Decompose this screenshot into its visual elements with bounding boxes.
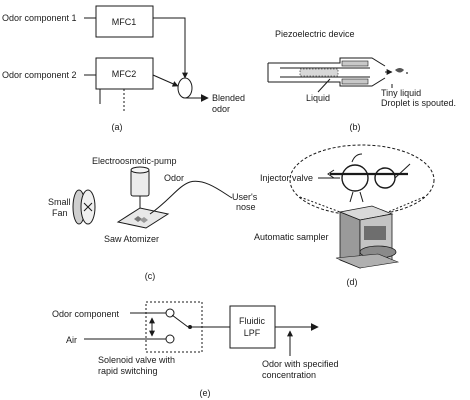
droplet-shape — [395, 68, 404, 73]
device-outer-top — [268, 57, 386, 67]
odor-component-2-label: Odor component 2 — [2, 70, 77, 80]
small-label: Small — [48, 197, 71, 207]
device-outer-bottom — [268, 77, 386, 87]
mfc1-to-mixer-line — [153, 17, 188, 79]
air-label: Air — [66, 335, 77, 345]
electroosmotic-pump — [130, 169, 150, 197]
blended-label: Blended — [212, 93, 245, 103]
sampler-window — [364, 226, 386, 240]
liquid-chamber — [299, 68, 339, 77]
panel-c: Electroosmotic-pump Saw Atomizer Small F… — [48, 156, 258, 281]
users-label: User's — [232, 192, 258, 202]
pump-top — [130, 166, 150, 174]
odor-label-c: Odor — [164, 173, 184, 183]
caption-c: (c) — [145, 271, 156, 281]
tiny-liquid-label: Tiny liquid — [381, 88, 421, 98]
caption-a: (a) — [112, 122, 123, 132]
panel-d: Injector valve Automatic sampler (d) — [254, 144, 435, 287]
pump-label: Electroosmotic-pump — [92, 156, 177, 166]
sample-loop — [374, 167, 396, 189]
piezoelectric-title: Piezoelectric device — [275, 29, 355, 39]
piezo-element-top — [341, 60, 369, 67]
valve-ports-bottom — [349, 191, 364, 203]
liquid-label: Liquid — [306, 93, 330, 103]
odor-specified-label: Odor with specified — [262, 359, 339, 369]
zoom-guide-left — [299, 196, 341, 213]
injector-valve-label: Injector valve — [260, 173, 313, 183]
fluidic-label: Fluidic — [239, 316, 266, 326]
atomizer-electrode-2 — [140, 217, 148, 223]
caption-d: (d) — [347, 277, 358, 287]
mfc1-label: MFC1 — [112, 17, 137, 27]
automatic-sampler-label: Automatic sampler — [254, 232, 329, 242]
mfc1-box — [95, 5, 154, 38]
piezo-element-bottom — [341, 78, 369, 85]
zoom-guide-right — [387, 196, 425, 213]
mixer-ellipse — [177, 77, 193, 99]
caption-e: (e) — [200, 388, 211, 398]
fan-blades — [83, 202, 93, 212]
sampler-base — [335, 253, 400, 269]
caption-b: (b) — [350, 122, 361, 132]
fluidic-lpf-box — [229, 305, 276, 349]
mfc2-label: MFC2 — [112, 69, 137, 79]
liquid-pointer — [317, 78, 331, 93]
valve-port-top — [351, 153, 363, 163]
concentration-label: concentration — [262, 370, 316, 380]
saw-atomizer-label: Saw Atomizer — [104, 234, 159, 244]
droplet-spouted-label: Droplet is spouted. — [381, 98, 456, 108]
lpf-label: LPF — [244, 328, 261, 338]
odor-label: odor — [212, 104, 230, 114]
odor-component-1-label: Odor component 1 — [2, 13, 77, 23]
mfc2-box — [95, 57, 154, 90]
mfc2-to-mixer-line — [152, 74, 179, 87]
nose-label: nose — [236, 202, 256, 212]
needle-tip — [327, 169, 335, 179]
odor-component-label: Odor component — [52, 309, 120, 319]
switch-blade — [171, 314, 189, 328]
droplet-dot — [406, 72, 408, 74]
panel-b: Piezoelectric device Liquid Tiny liquid … — [267, 29, 456, 132]
solenoid-valve-label: Solenoid valve with — [98, 355, 175, 365]
odor-flow-curve — [149, 180, 233, 215]
atomizer-electrode — [134, 216, 142, 222]
rapid-switching-label: rapid switching — [98, 366, 158, 376]
fan-label: Fan — [52, 208, 68, 218]
switch-contact-bottom — [165, 334, 175, 344]
injector-valve-ring — [341, 164, 369, 192]
panel-a: Odor component 1 MFC1 Odor component 2 M… — [2, 5, 245, 132]
valve-outlet-tube — [394, 163, 411, 179]
panel-e: Odor component Air Fluidic LPF Solenoid … — [52, 301, 339, 398]
